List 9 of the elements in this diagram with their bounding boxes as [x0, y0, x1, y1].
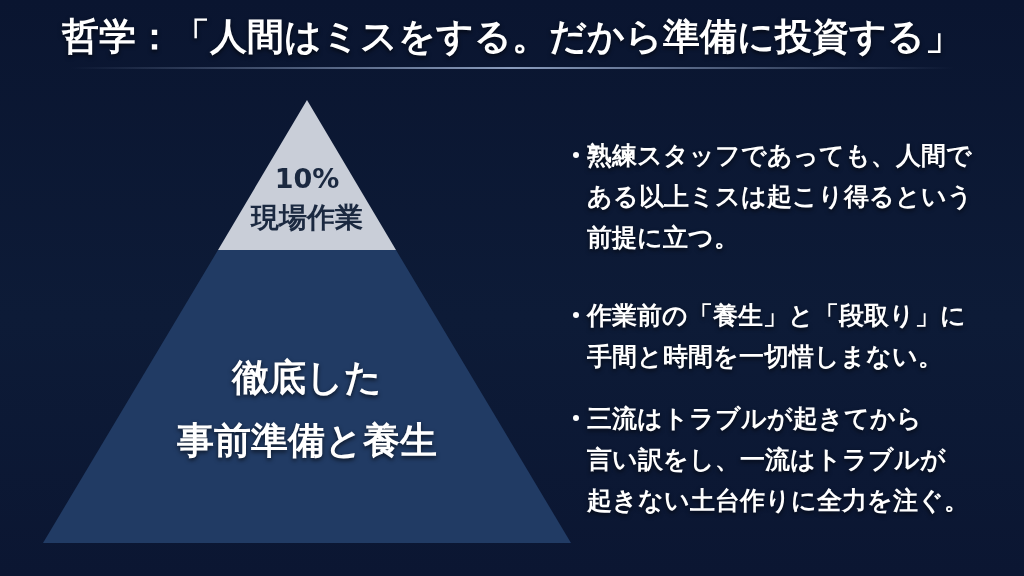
bullet-text: 作業前の「養生」と「段取り」に手間と時間を一切惜しまない。	[587, 299, 967, 373]
pyramid-base-tier	[43, 250, 571, 543]
tier-label: 現場作業	[251, 201, 363, 235]
pyramid-top-tier	[218, 100, 396, 250]
bullet-text: 熟練スタッフであっても、人間である以上ミスは起こり得るという前提に立つ。	[587, 139, 974, 254]
percentage-label: 10%	[274, 163, 340, 195]
title: 哲学：「人間はミスをする。だから準備に投資する」	[62, 14, 962, 60]
bullet-text: 三流はトラブルが起きてから言い訳をし、一流はトラブルが起きない土台作りに全力を注ぐ。	[587, 402, 970, 517]
tier-label: 徹底した事前準備と養生	[176, 355, 438, 464]
